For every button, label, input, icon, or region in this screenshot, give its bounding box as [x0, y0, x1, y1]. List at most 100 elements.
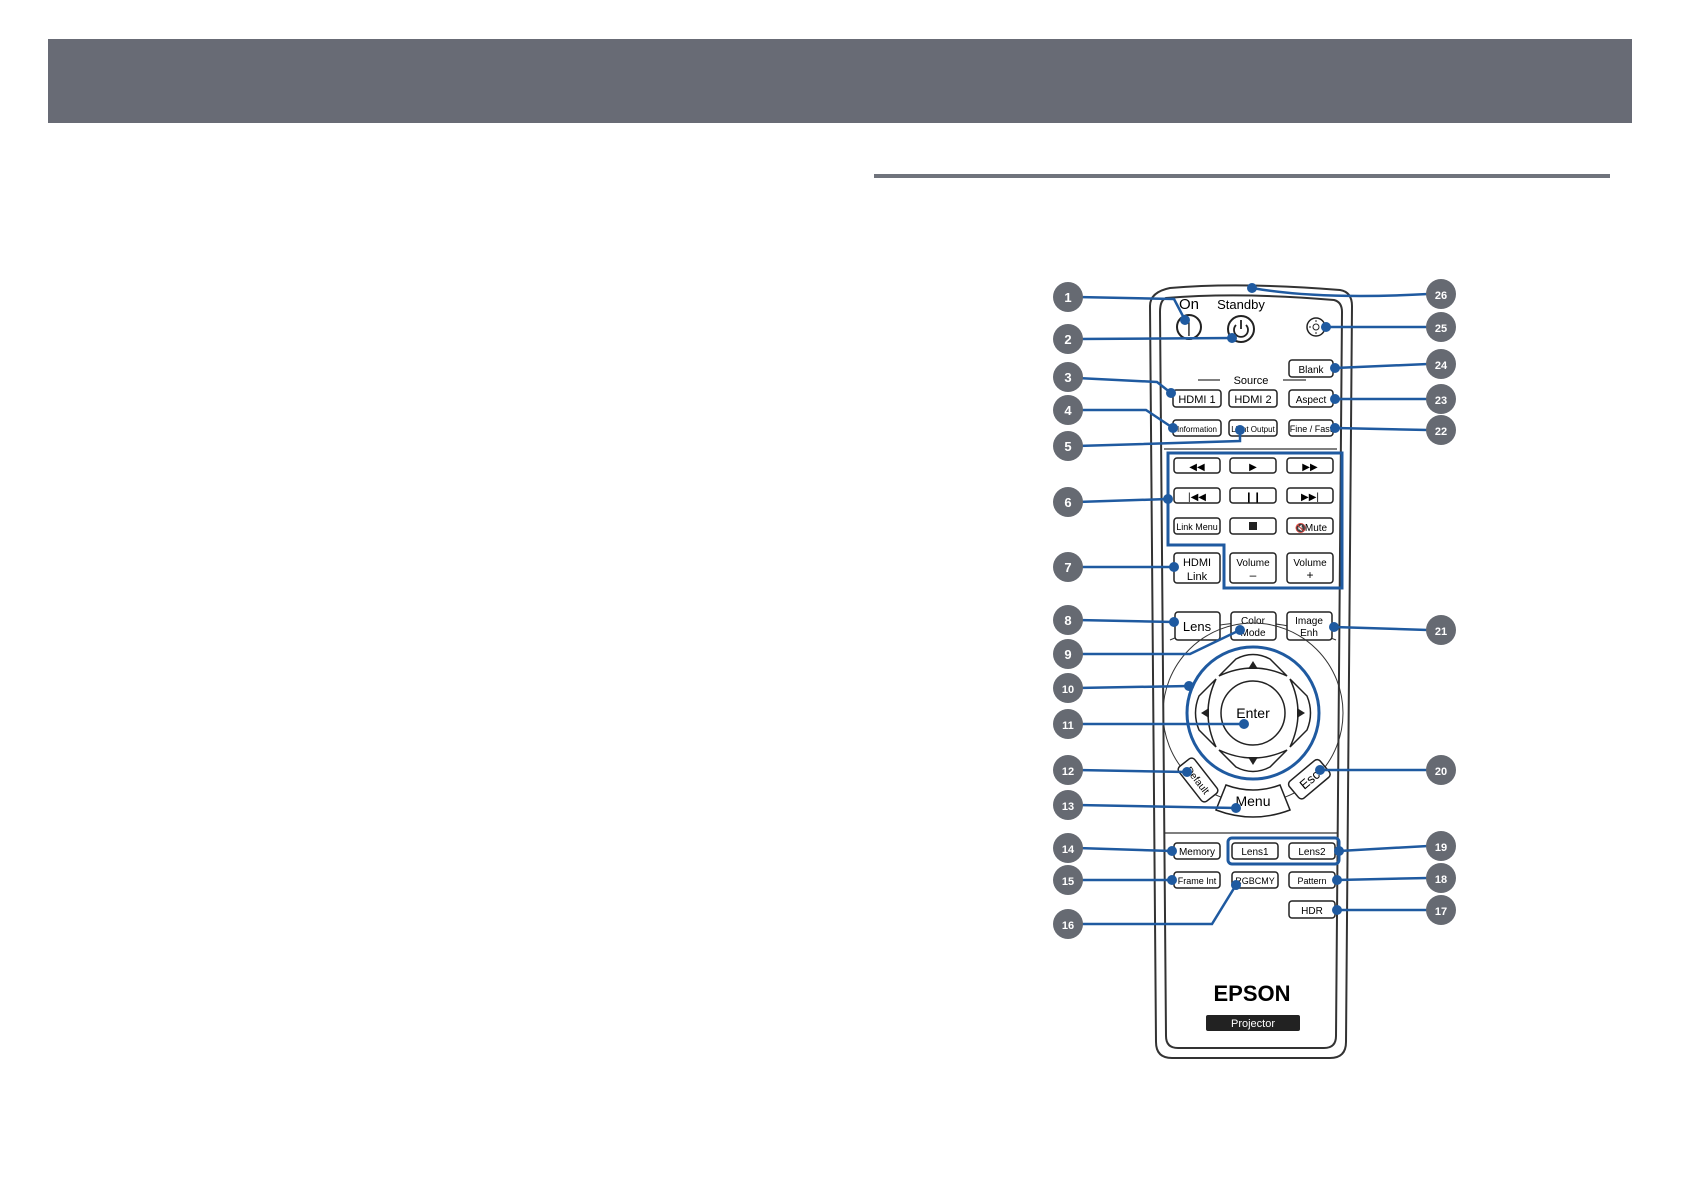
product-badge — [1206, 1015, 1300, 1031]
illumination-button[interactable] — [1306, 317, 1326, 337]
power-icon — [1233, 324, 1249, 338]
frame-int-button-label: Frame Int — [1178, 876, 1217, 886]
hdr-button[interactable]: HDR — [1288, 900, 1336, 919]
source-label: Source — [1234, 375, 1269, 387]
pause-icon: ❙❙ — [1245, 492, 1262, 503]
callout-25-label: 25 — [1435, 323, 1447, 335]
callout-9: 9 — [1053, 639, 1083, 669]
callout-23: 23 — [1426, 384, 1456, 414]
left-arrow-icon — [1201, 708, 1209, 718]
lens1-button[interactable]: Lens1 — [1231, 842, 1279, 860]
hdmi2-button[interactable]: HDMI 2 — [1228, 389, 1278, 408]
standby-label: Standby — [1217, 297, 1265, 312]
memory-button[interactable]: Memory — [1173, 842, 1221, 860]
menu-button-label: Menu — [1235, 793, 1270, 809]
mute-button[interactable]: 🔇Mute — [1286, 517, 1334, 535]
callout-22: 22 — [1426, 415, 1456, 445]
callout-22-label: 22 — [1435, 426, 1447, 438]
down-arrow-icon — [1248, 757, 1258, 765]
default-button[interactable]: Default — [1177, 757, 1220, 804]
rgbcmy-button[interactable]: RGBCMY — [1231, 871, 1279, 889]
callout-24: 24 — [1426, 349, 1456, 379]
callout-11-label: 11 — [1062, 720, 1074, 732]
stop-icon — [1249, 522, 1257, 530]
pattern-button-label: Pattern — [1297, 876, 1326, 886]
hdmi1-button[interactable]: HDMI 1 — [1172, 389, 1222, 408]
callout-20-label: 20 — [1435, 766, 1447, 778]
callout-18: 18 — [1426, 863, 1456, 893]
enter-button[interactable]: Enter — [1220, 680, 1286, 746]
hdmi-link-label-1: HDMI — [1183, 557, 1211, 569]
pattern-button[interactable]: Pattern — [1288, 871, 1336, 889]
frame-int-button[interactable]: Frame Int — [1173, 871, 1221, 889]
aspect-button[interactable]: Aspect — [1288, 389, 1334, 408]
callout-13: 13 — [1053, 790, 1083, 820]
product-badge-label: Projector — [1231, 1018, 1275, 1030]
memory-button-label: Memory — [1179, 847, 1215, 858]
header-banner — [48, 39, 1632, 123]
next-button[interactable]: ▶▶| — [1286, 487, 1334, 504]
callout-8: 8 — [1053, 605, 1083, 635]
menu-button[interactable]: Menu — [1215, 784, 1291, 818]
callout-16: 16 — [1053, 909, 1083, 939]
fine-fast-button[interactable]: Fine / Fast — [1288, 419, 1334, 437]
play-button[interactable]: ▶ — [1229, 457, 1277, 474]
pause-button[interactable]: ❙❙ — [1229, 487, 1277, 504]
fast-forward-icon: ▶▶ — [1302, 462, 1318, 473]
lens2-button[interactable]: Lens2 — [1288, 842, 1336, 860]
callout-18-label: 18 — [1435, 874, 1447, 886]
rewind-button[interactable]: ◀◀ — [1173, 457, 1221, 474]
stop-button[interactable] — [1229, 517, 1277, 535]
callout-15: 15 — [1053, 865, 1083, 895]
brand-logo: EPSON — [1213, 981, 1290, 1006]
hdmi-link-button[interactable]: HDMI Link — [1173, 552, 1221, 584]
right-arrow-icon — [1297, 708, 1305, 718]
on-button[interactable]: | — [1176, 314, 1202, 340]
previous-icon: |◀◀ — [1188, 492, 1206, 503]
volume-down-button[interactable]: Volume– — [1229, 552, 1277, 584]
light-output-button[interactable]: Light Output — [1228, 419, 1278, 437]
lens-button[interactable]: Lens — [1174, 611, 1221, 641]
callout-4: 4 — [1053, 395, 1083, 425]
callout-17: 17 — [1426, 895, 1456, 925]
blank-button[interactable]: Blank — [1288, 359, 1334, 378]
link-menu-button-label: Link Menu — [1176, 522, 1218, 532]
callout-14: 14 — [1053, 833, 1083, 863]
fast-forward-button[interactable]: ▶▶ — [1286, 457, 1334, 474]
callout-3-label: 3 — [1064, 370, 1071, 385]
next-icon: ▶▶| — [1301, 492, 1319, 503]
section-divider — [874, 174, 1610, 178]
callout-6-label: 6 — [1064, 495, 1071, 510]
information-button[interactable]: Information — [1172, 419, 1222, 437]
callout-16-label: 16 — [1062, 920, 1074, 932]
callout-5-label: 5 — [1064, 439, 1071, 454]
enter-button-label: Enter — [1236, 705, 1270, 721]
hdmi-link-label-2: Link — [1187, 571, 1208, 583]
callout-24-label: 24 — [1435, 360, 1448, 372]
image-enh-label-2: Enh — [1300, 628, 1318, 639]
hdmi1-button-label: HDMI 1 — [1178, 394, 1215, 406]
callout-7-label: 7 — [1064, 560, 1071, 575]
callout-3: 3 — [1053, 362, 1083, 392]
section-separators — [1164, 379, 1337, 834]
blank-button-label: Blank — [1298, 365, 1324, 376]
callout-1-label: 1 — [1064, 290, 1071, 305]
image-enh-label-1: Image — [1295, 616, 1323, 627]
previous-button[interactable]: |◀◀ — [1173, 487, 1221, 504]
volume-down-sign: – — [1250, 568, 1257, 582]
lens2-button-label: Lens2 — [1298, 847, 1326, 858]
fine-fast-button-label: Fine / Fast — [1290, 424, 1333, 434]
volume-down-label: Volume — [1236, 558, 1270, 569]
callout-5: 5 — [1053, 431, 1083, 461]
callout-14-label: 14 — [1062, 844, 1075, 856]
callout-21: 21 — [1426, 615, 1456, 645]
link-menu-button[interactable]: Link Menu — [1173, 517, 1221, 535]
callout-15-label: 15 — [1062, 876, 1074, 888]
callout-12: 12 — [1053, 755, 1083, 785]
remote-body — [1148, 284, 1354, 1059]
volume-up-button[interactable]: Volume+ — [1286, 552, 1334, 584]
callout-26-label: 26 — [1435, 290, 1447, 302]
